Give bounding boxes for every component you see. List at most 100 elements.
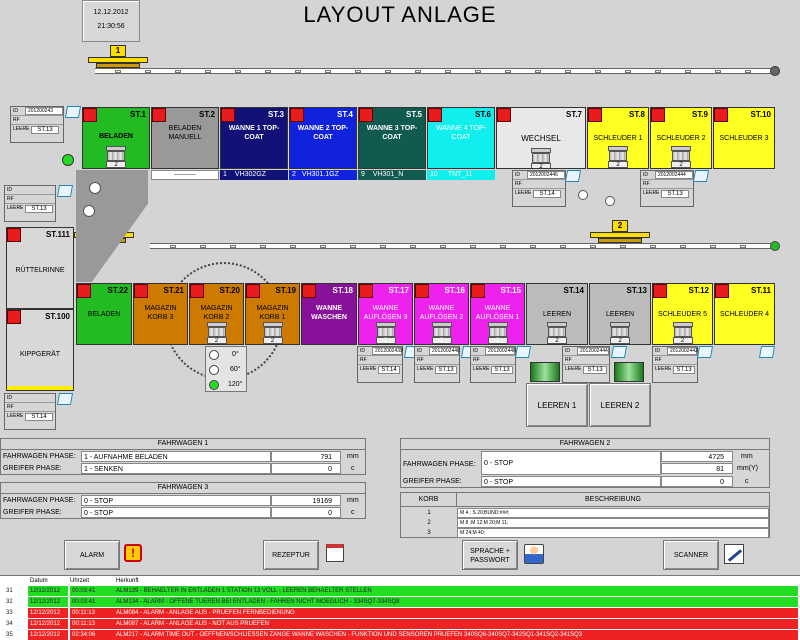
station-st1[interactable]: ST.1 BELADEN 2 [82, 107, 150, 169]
basket-icon: 2 [106, 146, 126, 168]
document-icon[interactable] [758, 346, 776, 358]
station-st4[interactable]: ST.4 WANNE 2 TOP-COAT [289, 107, 357, 169]
station-st111[interactable]: ST.111 RÜTTELRINNE [6, 227, 74, 309]
station-st15[interactable]: ST.15 WANNE AUFLÖSEN 1 2 [470, 283, 525, 345]
leeren-2-button[interactable]: LEEREN 2 [589, 383, 651, 427]
sprache-passwort-button[interactable]: SPRACHE + PASSWORT [462, 540, 518, 570]
station-st8[interactable]: ST.8 SCHLEUDER 1 2 [587, 107, 649, 169]
korb-row-description: M 8 ;M 12;M 20;M 11; [457, 518, 769, 528]
rotation-0-indicator[interactable] [209, 350, 219, 360]
carriage-1-number: 1 [110, 45, 126, 57]
carriage-1[interactable]: 1 [88, 45, 148, 71]
basket-icon: 2 [672, 322, 693, 344]
basket-icon: 2 [610, 322, 630, 344]
document-icon[interactable] [514, 346, 532, 358]
fahrwagen-1-title: FAHRWAGEN 1 [1, 439, 365, 450]
carriage-2-number: 2 [612, 220, 628, 232]
station-st100[interactable]: ST.100 KIPPGERÄT [6, 309, 74, 391]
alarm-button[interactable]: ALARM [64, 540, 120, 570]
station-st2-value: ----------- [151, 170, 219, 180]
station-st11[interactable]: ST.11 SCHLEUDER 4 [714, 283, 775, 345]
document-icon[interactable] [564, 170, 582, 182]
document-icon[interactable] [56, 393, 74, 405]
rezeptur-button[interactable]: REZEPTUR [263, 540, 319, 570]
log-header-datum: Datum [30, 578, 48, 584]
station-st18[interactable]: ST.18 WANNE WASCHEN [301, 283, 357, 345]
station-st14[interactable]: ST.14 LEEREN 2 [526, 283, 588, 345]
rotation-selector: 0° 60° 120° [205, 346, 247, 392]
station-st22[interactable]: ST.22 BELADEN [76, 283, 132, 345]
datetime-box: 12.12.2012 21:30:56 [82, 0, 140, 42]
scanner-pen-icon[interactable] [724, 544, 744, 564]
user-icon[interactable] [524, 544, 544, 564]
basket-icon: 2 [206, 322, 227, 344]
document-icon[interactable] [56, 185, 74, 197]
korb-header: KORB [401, 493, 457, 507]
basket-icon: 2 [547, 322, 567, 344]
station-st5[interactable]: ST.5 WANNE 3 TOP-COAT [358, 107, 426, 169]
korb-table: KORB BESCHREIBUNG 1 M 4 ; S 20;BUND;###;… [400, 492, 770, 538]
rotation-120-indicator[interactable] [209, 380, 219, 390]
time-display: 21:30:56 [97, 23, 125, 30]
top-rail [95, 68, 775, 74]
station-st21[interactable]: ST.21 MAGAZIN KORB 3 [133, 283, 188, 345]
basket-icon: 2 [531, 148, 551, 168]
station-st10[interactable]: ST.10 SCHLEUDER 3 [713, 107, 775, 169]
station-st13[interactable]: ST.13 LEEREN 2 [589, 283, 651, 345]
middle-rail-end [770, 241, 780, 251]
fahrwagen-1-greifer-value: 0 [271, 463, 341, 474]
station-st9[interactable]: ST.9 SCHLEUDER 2 2 [650, 107, 712, 169]
recipe-icon[interactable] [326, 544, 344, 562]
basket-icon: 2 [608, 146, 628, 168]
log-header-herkunft: Herkunft [116, 578, 139, 584]
fahrwagen-3-title: FAHRWAGEN 3 [1, 483, 365, 494]
rotation-60-indicator[interactable] [209, 365, 219, 375]
fahrwagen-3-position: 19169 [271, 495, 341, 506]
carriage-2[interactable]: 2 [590, 220, 650, 246]
status-dot [578, 190, 588, 200]
document-icon[interactable] [692, 170, 710, 182]
document-icon[interactable] [696, 346, 714, 358]
alarm-warning-icon[interactable]: ! [124, 544, 142, 562]
leeren-1-button[interactable]: LEEREN 1 [526, 383, 588, 427]
leeren-1-container-icon [530, 362, 560, 382]
station-st3[interactable]: ST.3 WANNE 1 TOP-COAT [220, 107, 288, 169]
station-st12[interactable]: ST.12 SCHLEUDER 5 2 [652, 283, 713, 345]
transfer-chute [76, 170, 148, 282]
basket-icon: 2 [487, 322, 508, 344]
station-st19[interactable]: ST.19 MAGAZIN KORB 1 2 [245, 283, 300, 345]
station-st16[interactable]: ST.16 WANNE AUFLÖSEN 2 2 [414, 283, 469, 345]
scanner-button[interactable]: SCANNER [663, 540, 719, 570]
document-icon[interactable] [610, 346, 628, 358]
status-dot [605, 196, 615, 206]
station-st20[interactable]: ST.20 MAGAZIN KORB 2 2 [189, 283, 244, 345]
fahrwagen-3-greifer-value: 0 [271, 507, 341, 518]
station-st7[interactable]: ST.7 WECHSEL 2 [496, 107, 586, 169]
station-st17[interactable]: ST.17 WANNE AUFLÖSEN 3 2 [358, 283, 413, 345]
document-icon[interactable] [64, 106, 82, 118]
fahrwagen-1-position: 791 [271, 451, 341, 462]
fahrwagen-1-greifer: 1 - SENKEN [81, 463, 271, 474]
basket-icon: 2 [671, 146, 691, 168]
fahrwagen-3-greifer: 0 - STOP [81, 507, 271, 518]
station-st2[interactable]: ST.2 BELADEN MANUELL [151, 107, 219, 169]
korb-row-description: M 4 ; S 20;BUND;###; [457, 508, 769, 518]
station-st6[interactable]: ST.6 WANNE 4 TOP-COAT [427, 107, 495, 169]
beschreibung-header: BESCHREIBUNG [457, 493, 769, 507]
